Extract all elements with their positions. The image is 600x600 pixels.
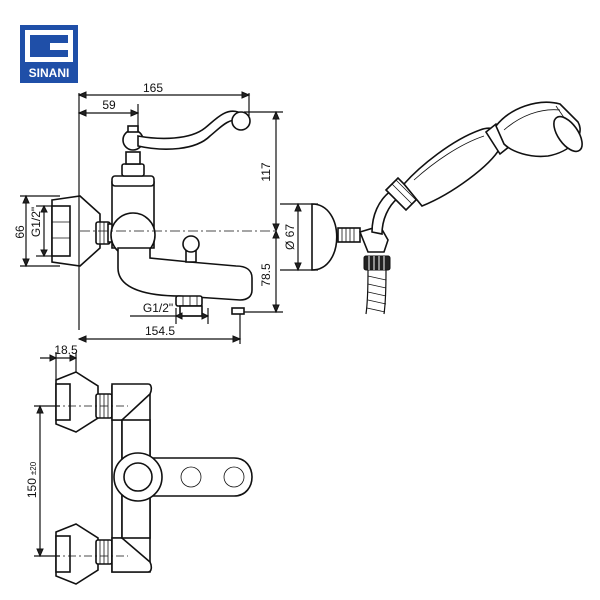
dim-lever-offset: 59 [102,98,116,112]
dim-inlet-offset: 18.5 [54,343,78,357]
dim-height-top: 117 [259,162,273,181]
faucet-front-view [52,371,253,585]
dim-thread-bottom: G1/2" [143,301,173,315]
dim-center-distance: 150±20 [25,461,39,498]
holder-dimension: Ø 67 [280,202,318,272]
dim-thread-side: G1/2" [29,207,43,237]
logo-text: SINANI [29,66,70,80]
faucet-side-view [51,110,278,317]
dim-inlet-height: 66 [13,225,27,239]
dim-width-total: 165 [143,81,163,95]
front-view-dimensions: 18.5 150±20 [25,343,78,558]
hand-shower [311,101,583,315]
sinani-logo: SINANI [20,25,78,83]
dim-spout-length: 154.5 [145,324,175,338]
dim-spout-height: 78.5 [259,263,273,287]
side-view-dimensions: 165 59 117 78.5 66 G1/2" G1/2" [13,81,283,344]
dim-holder-diameter: Ø 67 [283,224,297,250]
